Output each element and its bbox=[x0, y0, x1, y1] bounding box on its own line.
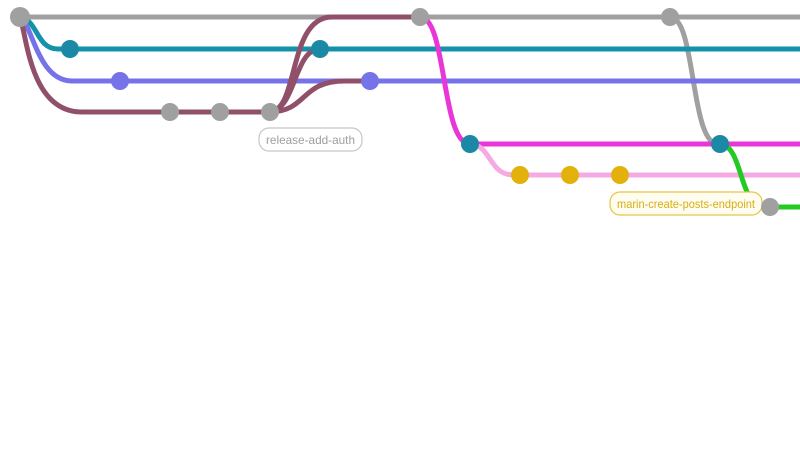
commit-dot[interactable] bbox=[511, 166, 529, 184]
branch-labels: release-add-auth marin-create-posts-endpo… bbox=[258, 127, 763, 216]
commit-dot[interactable] bbox=[561, 166, 579, 184]
commit-dot[interactable] bbox=[361, 72, 379, 90]
branch-lines bbox=[17, 14, 800, 210]
branch-label-box bbox=[258, 127, 363, 152]
commit-dot[interactable] bbox=[411, 8, 429, 26]
commit-dot[interactable] bbox=[10, 7, 30, 27]
branch-line-release-add-auth bbox=[17, 14, 273, 115]
branch-label[interactable]: marin-create-posts-endpoint bbox=[609, 191, 763, 216]
branch-line-release-add-auth bbox=[267, 78, 373, 115]
commit-dots bbox=[10, 7, 779, 216]
commit-dot[interactable] bbox=[761, 198, 779, 216]
commit-dot[interactable] bbox=[211, 103, 229, 121]
commit-dot[interactable] bbox=[111, 72, 129, 90]
commit-dot[interactable] bbox=[311, 40, 329, 58]
branch-label-text: marin-create-posts-endpoint bbox=[617, 197, 756, 211]
commit-dot[interactable] bbox=[261, 103, 279, 121]
commit-dot[interactable] bbox=[661, 8, 679, 26]
commit-dot[interactable] bbox=[161, 103, 179, 121]
branch-label-text: release-add-auth bbox=[266, 133, 355, 147]
commit-dot[interactable] bbox=[711, 135, 729, 153]
commit-dot[interactable] bbox=[61, 40, 79, 58]
branch-line-release-add-auth bbox=[267, 14, 423, 115]
commit-dot[interactable] bbox=[461, 135, 479, 153]
branch-label[interactable]: release-add-auth bbox=[258, 127, 363, 152]
commit-dot[interactable] bbox=[611, 166, 629, 184]
